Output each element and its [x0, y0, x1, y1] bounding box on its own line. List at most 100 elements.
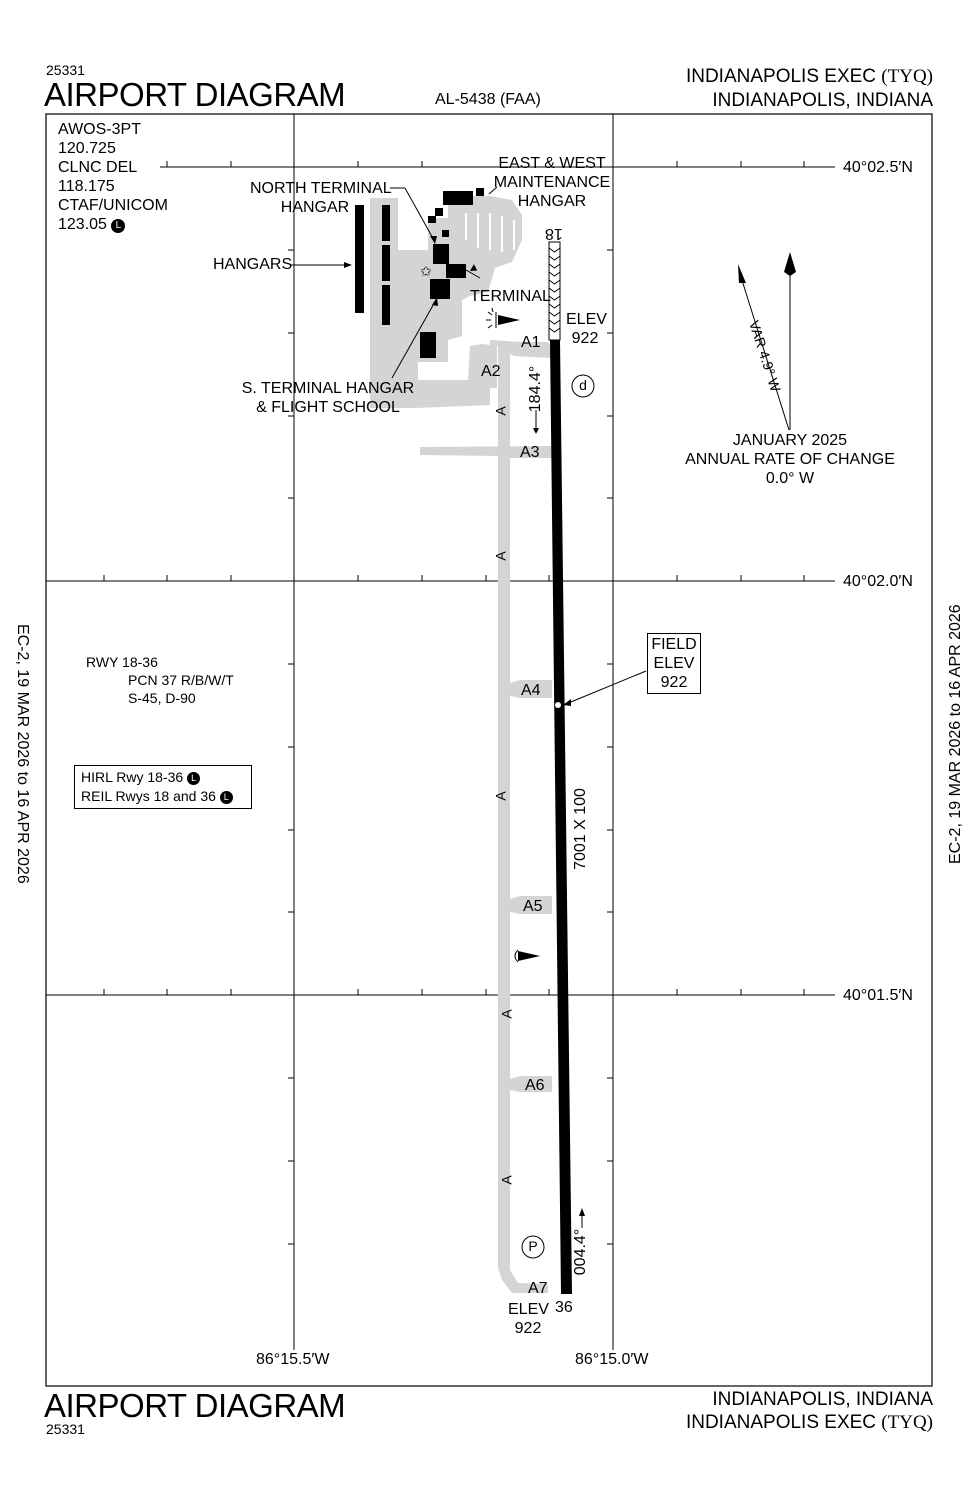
airport-name-header: INDIANAPOLIS EXEC (TYQ)	[686, 66, 933, 88]
small-building	[442, 230, 449, 237]
hangar-row-east-2	[382, 245, 390, 281]
north-terminal-hangar-line2: HANGAR	[280, 199, 350, 216]
footer-airport-name: INDIANAPOLIS EXEC (TYQ)	[686, 1412, 933, 1434]
taxiway-a-label: A	[498, 1175, 515, 1185]
hangar-row-east-3	[382, 285, 390, 325]
lighting-line2-row: REIL Rwys 18 and 36 L	[81, 787, 245, 806]
comms-freq-ctaf: 123.05	[58, 216, 107, 233]
lon-label-west: 86°15.5′W	[256, 1351, 330, 1368]
runway-18-designation: 18	[545, 225, 563, 242]
runway-36-elev-label: ELEV	[508, 1301, 549, 1318]
runway-18-heading: 184.4°	[527, 365, 544, 413]
maintenance-hangar-east	[476, 188, 484, 196]
magnetic-epoch-block: JANUARY 2025 ANNUAL RATE OF CHANGE 0.0° …	[680, 431, 900, 488]
runway-info-pcn: PCN 37 R/B/W/T	[128, 672, 234, 688]
lighting-box: HIRL Rwy 18-36 L REIL Rwys 18 and 36 L	[74, 765, 252, 809]
maintenance-hangar-label: EAST & WEST MAINTENANCE HANGAR	[490, 154, 614, 211]
runway-18-elev-value: 922	[571, 330, 599, 347]
tower-symbol-icon: d	[579, 377, 587, 393]
field-elev-leader	[565, 670, 647, 705]
apron-stalls	[465, 213, 515, 252]
comms-label-ctaf: CTAF/UNICOM	[58, 197, 168, 214]
small-building	[435, 208, 443, 216]
north-terminal-hangar-line1: NORTH TERMINAL	[250, 180, 392, 197]
footer-airport-name-text: INDIANAPOLIS EXEC	[685, 1412, 877, 1433]
lighting-badge-icon: L	[187, 772, 201, 785]
field-elev-arrowhead	[563, 699, 571, 706]
procedure-number-top: 25331	[46, 62, 85, 78]
lighting-line1-row: HIRL Rwy 18-36 L	[81, 768, 245, 787]
runway-36-heading: 004.4°	[572, 1228, 589, 1276]
s-terminal-arrowhead	[432, 297, 438, 306]
s-terminal-line1: S. TERMINAL HANGAR	[241, 380, 415, 397]
runway-dimensions: 7001 X 100	[572, 788, 589, 870]
footer-airport-id: (TYQ)	[881, 1412, 933, 1433]
comms-freq-ctaf-row: 123.05 L	[58, 215, 168, 234]
taxiway-a1-label: A1	[521, 334, 541, 351]
beacon-icon: ✩	[420, 263, 432, 279]
windcone-north	[486, 307, 520, 329]
comms-label-clnc: CLNC DEL	[58, 159, 138, 176]
runway-18-elevation: ELEV 922	[566, 310, 607, 348]
windcone-south	[514, 949, 540, 963]
heading-arrow-north-head	[533, 428, 539, 434]
taxiway-a5-label: A5	[523, 898, 543, 915]
magnetic-north-arrowhead	[738, 264, 746, 283]
lat-label-top: 40°02.5′N	[843, 159, 913, 176]
field-elev-line1: FIELD	[651, 636, 697, 653]
terminal-arrowhead	[470, 264, 478, 271]
maintenance-hangar-line2: MAINTENANCE	[493, 174, 611, 191]
north-terminal-arrowhead	[430, 236, 437, 244]
north-terminal-hangar	[433, 244, 449, 264]
lat-label-bottom: 40°01.5′N	[843, 987, 913, 1004]
airport-name: INDIANAPOLIS EXEC	[685, 66, 877, 87]
field-elev-value: 922	[660, 674, 688, 691]
overrun-chevrons	[548, 247, 561, 333]
runway-36-elev-value: 922	[514, 1320, 542, 1337]
runway-36-designation: 36	[555, 1299, 573, 1316]
terminal-building	[446, 264, 466, 278]
runway-18-36	[550, 340, 572, 1294]
footer-location: INDIANAPOLIS, INDIANA	[712, 1389, 933, 1410]
maintenance-hangar-west	[443, 191, 473, 205]
lon-label-east: 86°15.0′W	[575, 1351, 649, 1368]
lat-label-mid: 40°02.0′N	[843, 573, 913, 590]
map-frame	[45, 113, 933, 1387]
hangars-label: HANGARS	[213, 256, 293, 273]
lighting-badge-icon: L	[219, 791, 233, 804]
taxiway-a3-label: A3	[520, 444, 540, 461]
magnetic-rate-value: 0.0° W	[765, 470, 815, 487]
taxiway-a4-label: A4	[521, 682, 541, 699]
page-title: AIRPORT DIAGRAM	[44, 76, 346, 113]
footer-title: AIRPORT DIAGRAM	[44, 1387, 346, 1424]
airport-location: INDIANAPOLIS, INDIANA	[712, 90, 933, 111]
lighting-line2: REIL Rwys 18 and 36	[81, 788, 216, 804]
taxiway-a-label: A	[492, 551, 509, 561]
field-elev-line2: ELEV	[653, 655, 695, 672]
parking-symbol-icon: P	[528, 1238, 538, 1254]
s-terminal-hangar-label: S. TERMINAL HANGAR & FLIGHT SCHOOL	[240, 379, 416, 417]
north-terminal-hangar-label: NORTH TERMINAL HANGAR	[250, 179, 392, 217]
comms-block: AWOS-3PT 120.725 CLNC DEL 118.175 CTAF/U…	[58, 120, 168, 234]
lighting-line1: HIRL Rwy 18-36	[81, 769, 184, 785]
magnetic-epoch: JANUARY 2025	[732, 432, 848, 449]
procedure-number-bottom: 25331	[46, 1421, 85, 1437]
true-north-arrowhead	[784, 252, 796, 276]
taxiway-a7-label: A7	[528, 1280, 548, 1297]
buildings	[355, 188, 484, 358]
chart-id: AL-5438 (FAA)	[435, 91, 541, 108]
runway-info-strength: S-45, D-90	[128, 690, 196, 706]
taxiway-a2-label: A2	[481, 363, 501, 380]
maintenance-hangar-line3: HANGAR	[517, 193, 587, 210]
comms-freq-clnc: 118.175	[58, 178, 115, 195]
parking-symbol-circle	[521, 1235, 545, 1259]
taxiway-a-label: A	[492, 791, 509, 801]
s-terminal-hangar	[430, 279, 450, 299]
comms-label-awos: AWOS-3PT	[58, 121, 141, 138]
tower-symbol-circle	[571, 374, 595, 398]
small-building	[428, 216, 436, 223]
runway-36-elevation: ELEV 922	[508, 1300, 549, 1338]
field-elevation-box: FIELD ELEV 922	[647, 633, 701, 694]
flight-school-building	[420, 332, 436, 358]
